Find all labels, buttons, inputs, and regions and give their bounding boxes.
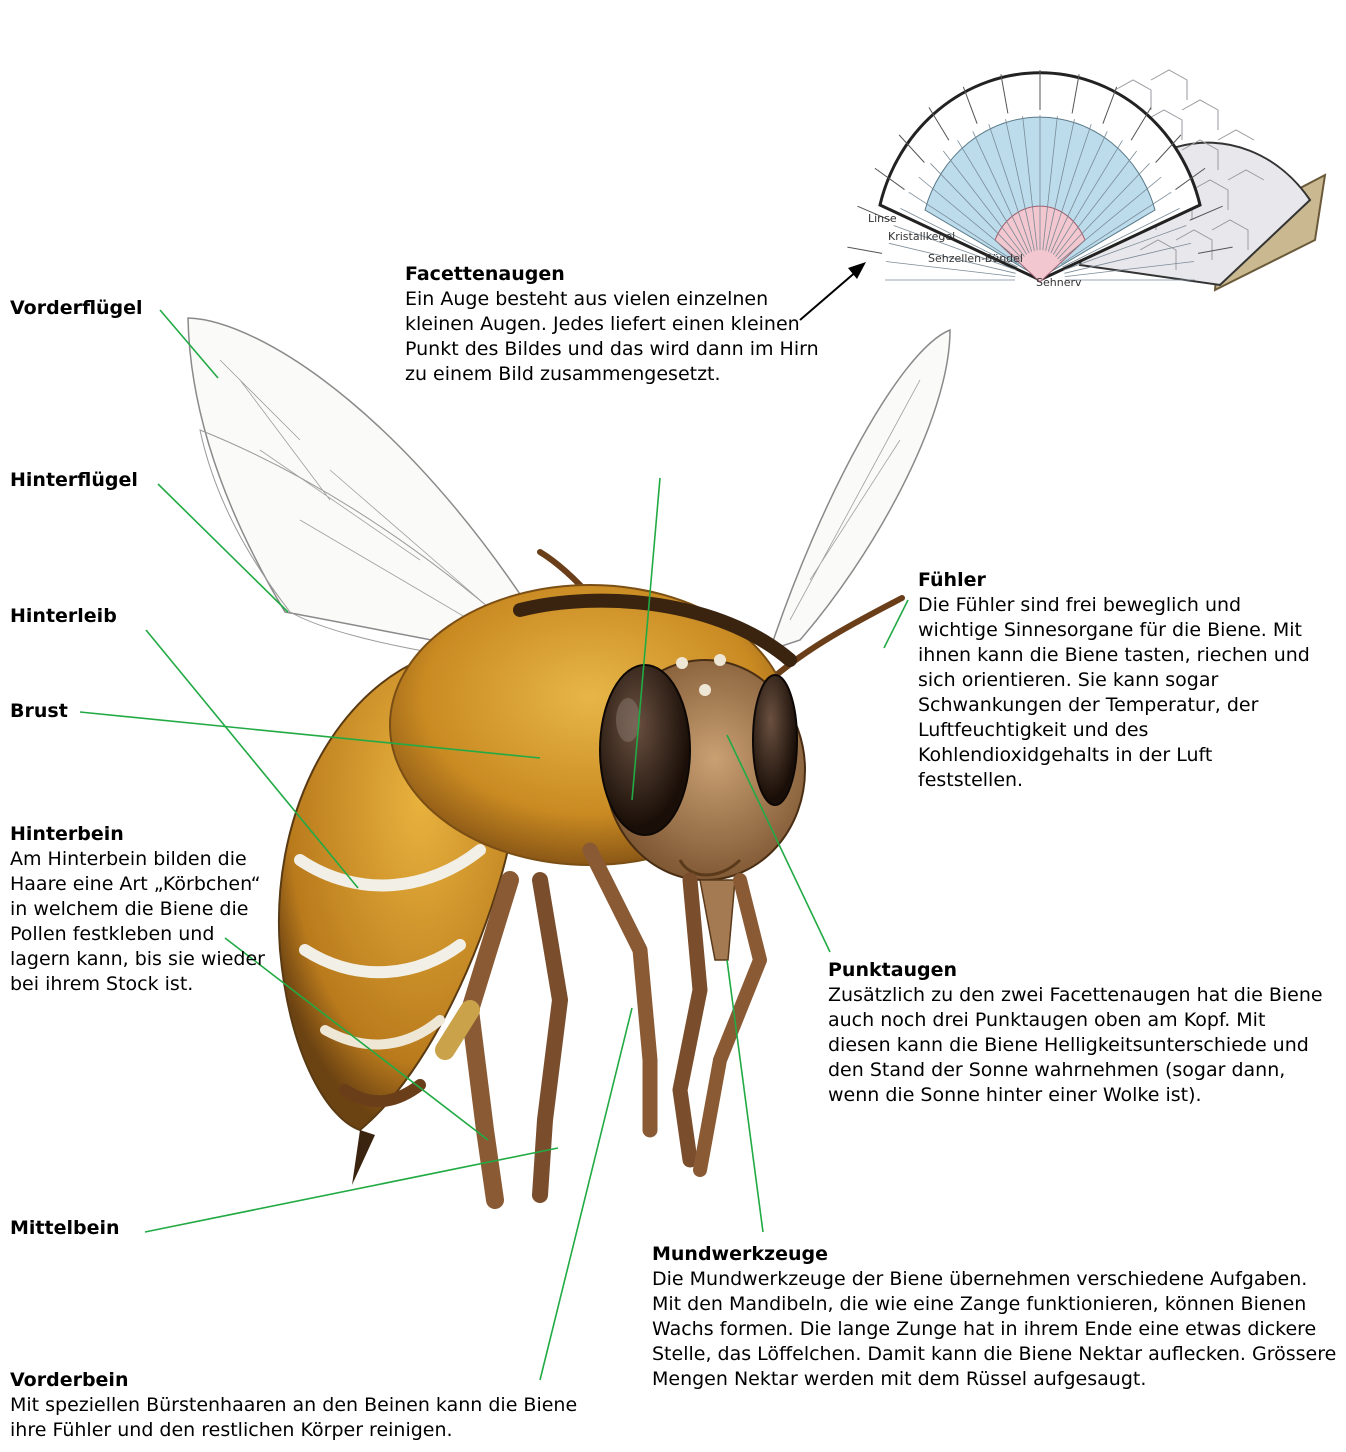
label-fuehler-text: Die Fühler sind frei beweglich und wicht… [918,593,1318,793]
label-facettenaugen: Facettenaugen Ein Auge besteht aus viele… [405,262,825,387]
label-hinterbein-text: Am Hinterbein bilden die Haare eine Art … [10,847,272,997]
ocellus-1 [676,657,688,669]
label-vorderbein: Vorderbein Mit speziellen Bürstenhaaren … [10,1368,600,1443]
label-vorderfluegel: Vorderflügel [10,296,143,321]
label-hinterbein: Hinterbein Am Hinterbein bilden die Haar… [10,822,272,997]
eye-label-sehzellen-buendel: Sehzellen-Bündel [928,252,1023,265]
ocellus-2 [714,654,726,666]
label-hinterfluegel-title: Hinterflügel [10,468,138,493]
label-hinterleib-title: Hinterleib [10,604,117,629]
eye-hair-spike [847,247,882,253]
front-leg-middle [680,880,700,1160]
label-hinterfluegel: Hinterflügel [10,468,138,493]
label-fuehler: Fühler Die Fühler sind frei beweglich un… [918,568,1318,793]
eye-label-kristallkegel: Kristallkegel [888,230,955,243]
compound-eye-left [600,665,690,835]
label-brust: Brust [10,699,68,724]
label-vorderbein-title: Vorderbein [10,1368,600,1393]
label-hinterbein-title: Hinterbein [10,822,272,847]
label-punktaugen: Punktaugen Zusätzlich zu den zwei Facett… [828,958,1328,1108]
label-mundwerkzeuge-title: Mundwerkzeuge [652,1242,1342,1267]
stinger [352,1130,375,1185]
compound-eye-right [753,675,797,805]
eye-label-linse: Linse [868,212,897,225]
label-hinterleib: Hinterleib [10,604,117,629]
front-leg-left [590,850,650,1130]
label-mundwerkzeuge: Mundwerkzeuge Die Mundwerkzeuge der Bien… [652,1242,1342,1392]
label-mundwerkzeuge-text: Die Mundwerkzeuge der Biene übernehmen v… [652,1267,1342,1392]
compound-eye-diagram: Linse Kristallkegel Sehzellen-Bündel Seh… [847,70,1325,290]
label-facettenaugen-text: Ein Auge besteht aus vielen einzelnen kl… [405,287,825,387]
ocellus-3 [699,684,711,696]
label-fuehler-title: Fühler [918,568,1318,593]
label-vorderfluegel-title: Vorderflügel [10,296,143,321]
eye-label-sehnerv: Sehnerv [1036,276,1082,289]
label-punktaugen-text: Zusätzlich zu den zwei Facettenaugen hat… [828,983,1328,1108]
label-facettenaugen-title: Facettenaugen [405,262,825,287]
label-mittelbein: Mittelbein [10,1216,120,1241]
proboscis [700,880,735,960]
label-vorderbein-text: Mit speziellen Bürstenhaaren an den Bein… [10,1393,600,1443]
label-mittelbein-title: Mittelbein [10,1216,120,1241]
label-punktaugen-title: Punktaugen [828,958,1328,983]
label-brust-title: Brust [10,699,68,724]
